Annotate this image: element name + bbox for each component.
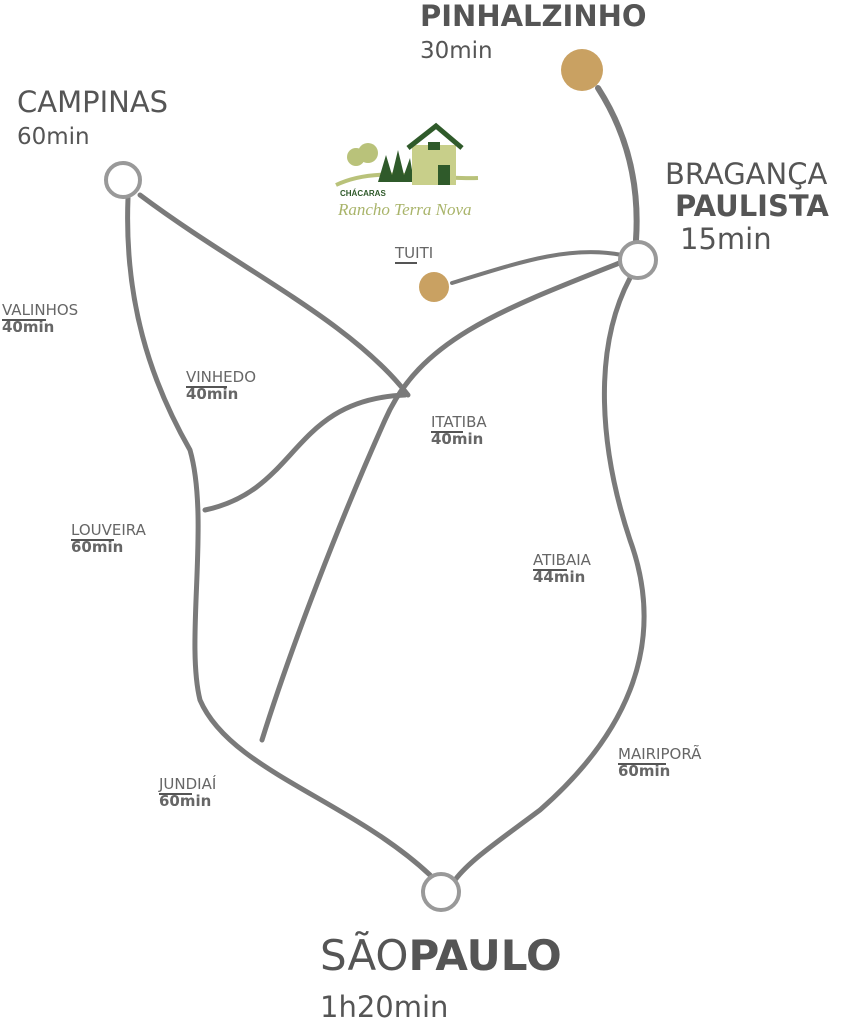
road-vinhedo	[202, 392, 408, 513]
road-tuiti-braganca	[450, 250, 624, 285]
label-tuiti: TUITI	[395, 244, 434, 264]
road-pinhalzinho-braganca	[595, 85, 640, 243]
road-campinas-saopaulo	[125, 195, 433, 878]
pinhalzinho-marker	[561, 49, 603, 91]
campinas-marker	[104, 161, 142, 199]
road-braganca-saopaulo	[452, 275, 647, 883]
braganca-marker	[618, 240, 658, 280]
road-braganca-jundiai	[259, 259, 625, 743]
logo-text-top: CHÁCARAS	[340, 189, 386, 198]
logo-text-main: Rancho Terra Nova	[337, 200, 472, 219]
rancho-terra-nova-logo: CHÁCARAS Rancho Terra Nova	[335, 122, 479, 219]
tuiti-marker	[419, 272, 449, 302]
road-campinas-itatiba	[137, 192, 411, 398]
saopaulo-marker	[421, 872, 461, 912]
